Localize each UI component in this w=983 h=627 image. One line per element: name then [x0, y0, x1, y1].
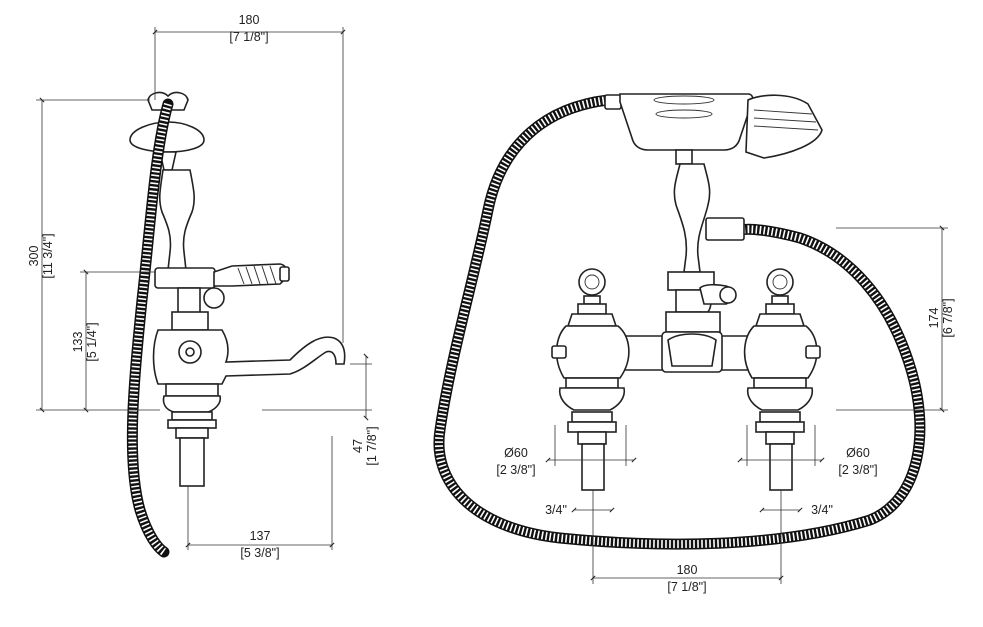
front-height-imperial-label: [6 7/8"]: [941, 298, 955, 337]
side-dimensions: [36, 27, 372, 550]
side-spout-reach-label: 137: [250, 529, 271, 543]
side-view: [36, 27, 372, 558]
left-base-diameter-imperial-label: [2 3/8"]: [496, 463, 535, 477]
front-view: [433, 93, 948, 584]
left-base-diameter-label: Ø60: [504, 446, 528, 460]
side-cradle: [129, 91, 205, 171]
side-tail-length-imperial-label: [1 7/8"]: [365, 426, 379, 465]
right-thread-label: 3/4": [811, 503, 833, 517]
right-base-diameter-imperial-label: [2 3/8"]: [838, 463, 877, 477]
side-spout-height-imperial-label: [5 1/4"]: [85, 322, 99, 361]
side-width-label: 180: [239, 13, 260, 27]
left-thread-label: 3/4": [545, 503, 567, 517]
side-width-imperial-label: [7 1/8"]: [229, 30, 268, 44]
front-left-valve: [551, 268, 630, 491]
front-centers-label: 180: [677, 563, 698, 577]
side-body: [152, 311, 346, 413]
side-tail: [167, 411, 217, 487]
side-tail-length-label: 47: [351, 439, 365, 453]
side-height-label: 300: [27, 246, 41, 267]
side-lever: [154, 263, 290, 315]
front-dimensions: [545, 225, 948, 584]
front-centers-imperial-label: [7 1/8"]: [667, 580, 706, 594]
side-hose: [126, 98, 174, 558]
side-spout-height-label: 133: [71, 332, 85, 353]
side-spout-reach-imperial-label: [5 3/8"]: [240, 546, 279, 560]
front-height-label: 174: [927, 308, 941, 329]
dimension-labels: 180 [7 1/8"] 300 [11 3/4"] 133 [5 1/4"] …: [27, 13, 955, 594]
side-stem: [158, 169, 195, 271]
side-height-imperial-label: [11 3/4"]: [41, 233, 55, 278]
front-right-valve: [743, 268, 821, 491]
front-stem: [667, 163, 745, 313]
right-base-diameter-label: Ø60: [846, 446, 870, 460]
front-hose: [433, 94, 926, 550]
front-handset: [604, 93, 823, 165]
